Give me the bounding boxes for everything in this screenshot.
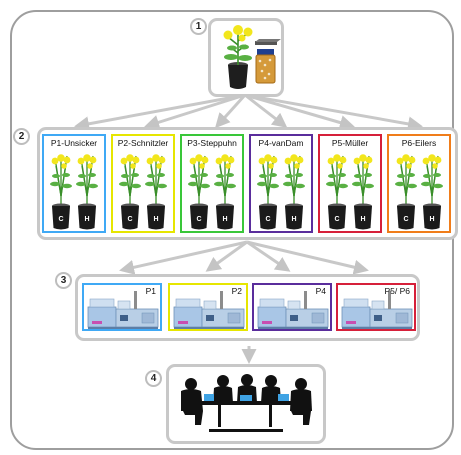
potted-plant-icon: C — [119, 154, 141, 230]
partner-label: P3-Steppuhn — [187, 138, 237, 148]
lc-ms-instrument-icon — [257, 291, 329, 329]
partner-label: P2-Schnitzler — [117, 138, 169, 148]
potted-plant-icon: C — [257, 154, 279, 230]
potted-plant-icon: H — [76, 154, 98, 230]
instrument-panel: P5/ P6 — [336, 283, 416, 331]
pot-label: C — [403, 216, 408, 223]
potted-plant-icon: C — [188, 154, 210, 230]
instrument-label: P5/ P6 — [384, 286, 410, 296]
instrument-label: P4 — [315, 286, 326, 296]
lc-ms-instrument-icon — [341, 291, 413, 329]
instrument-panel: P2 — [168, 283, 248, 331]
lc-ms-instrument-icon — [173, 291, 245, 329]
step-4-box — [166, 364, 326, 444]
arrow-2-to-i2 — [205, 240, 248, 272]
potted-plant-icon — [223, 25, 253, 89]
potted-plant-icon: H — [214, 154, 236, 230]
pot-label: H — [291, 216, 296, 223]
pot-label: H — [84, 216, 89, 223]
instrument-panel: P4 — [252, 283, 332, 331]
partner-label: P5-Müller — [331, 138, 369, 148]
pot-label: C — [127, 216, 132, 223]
instrument-body — [87, 291, 159, 329]
arrow-1-to-p3 — [214, 93, 247, 129]
potted-plant-icon: H — [283, 154, 305, 230]
instrument-body — [173, 291, 245, 329]
pot-label: H — [429, 216, 434, 223]
arrow-1-to-p5 — [244, 93, 355, 130]
potted-plant-icon: H — [352, 154, 374, 230]
lc-ms-instrument-icon — [87, 291, 159, 329]
step-badge-4: 4 — [145, 370, 162, 387]
step-1-box — [208, 18, 284, 97]
arrow-2-to-i3 — [246, 240, 291, 272]
instrument-label: P2 — [231, 286, 242, 296]
partner-label: P4-vanDam — [258, 138, 304, 148]
arrow-1-to-p2 — [144, 93, 246, 130]
instrument-body — [341, 291, 413, 329]
potted-plant-icon: C — [50, 154, 72, 230]
team-meeting-illustration — [181, 374, 312, 432]
partner-label: P6-Eilers — [401, 138, 437, 148]
arrow-1-to-p6 — [244, 93, 423, 132]
potted-plant-icon: C — [395, 154, 417, 230]
arrow-2-to-i1 — [119, 240, 248, 275]
pot-label: H — [153, 216, 158, 223]
pot-label: H — [360, 216, 365, 223]
potted-plant-icon: H — [421, 154, 443, 230]
partner-label: P1-Unsicker — [50, 138, 98, 148]
potted-plant-icon: C — [326, 154, 348, 230]
pot-label: C — [334, 216, 339, 223]
instrument-body — [257, 291, 329, 329]
pot-label: C — [58, 216, 63, 223]
arrow-1-to-p4 — [244, 93, 288, 128]
plant-and-sample-vial-illustration — [223, 25, 281, 89]
pot-label: C — [265, 216, 270, 223]
step-badge-3: 3 — [55, 272, 72, 289]
instrument-label: P1 — [145, 286, 156, 296]
pot-label: C — [196, 216, 201, 223]
instrument-panel: P1 — [82, 283, 162, 331]
pot-label: H — [222, 216, 227, 223]
potted-plant-icon: H — [145, 154, 167, 230]
arrow-2-to-i4 — [246, 240, 369, 275]
sample-vial-icon — [255, 39, 281, 84]
step-badge-1: 1 — [190, 18, 207, 35]
step-badge-2: 2 — [13, 128, 30, 145]
arrow-1-to-p1 — [74, 93, 246, 132]
